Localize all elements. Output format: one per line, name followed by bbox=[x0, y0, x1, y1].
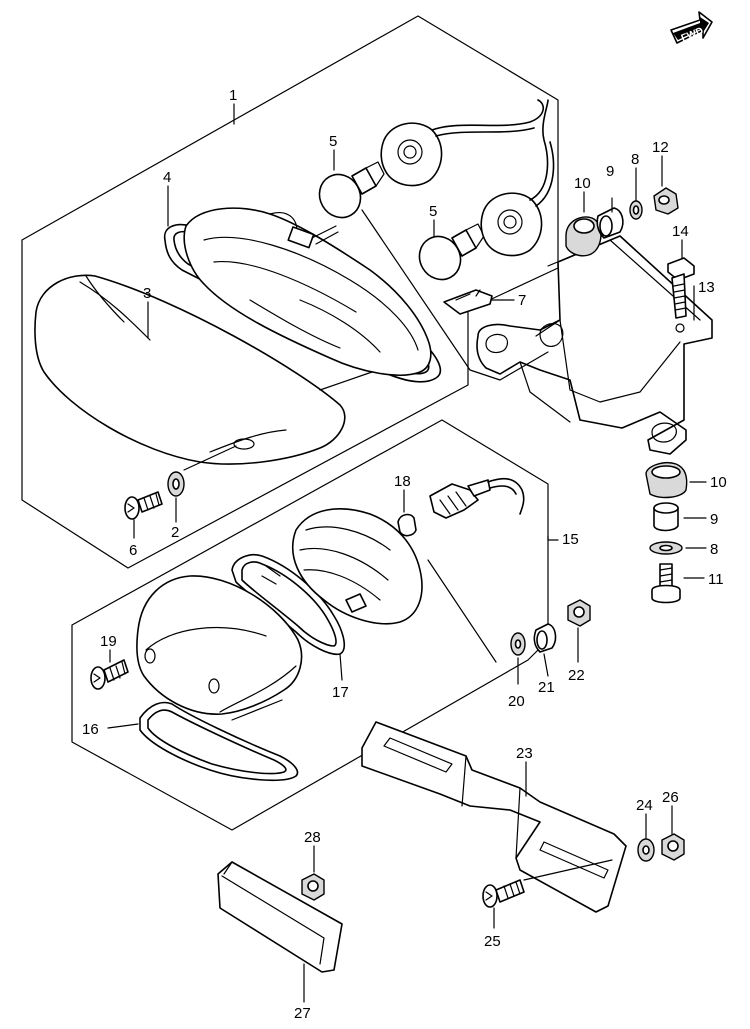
screw-part-25 bbox=[482, 879, 525, 908]
label-22: 22 bbox=[568, 667, 585, 684]
label-13: 13 bbox=[698, 279, 715, 296]
label-18: 18 bbox=[394, 473, 411, 490]
label-20: 20 bbox=[508, 693, 525, 710]
collar-part-9-upper bbox=[596, 207, 624, 239]
label-21: 21 bbox=[538, 679, 555, 696]
nut-part-12 bbox=[653, 187, 679, 215]
socket-part-15 bbox=[429, 477, 525, 519]
bulb-part-18 bbox=[397, 513, 417, 537]
lower-lamp-housing bbox=[261, 508, 423, 625]
collar-part-21 bbox=[533, 623, 557, 653]
reflector-part-27 bbox=[217, 861, 343, 973]
washer-part-8-upper bbox=[629, 200, 643, 220]
screw-part-19 bbox=[90, 659, 129, 690]
screw-part-6 bbox=[124, 491, 163, 520]
label-8a: 8 bbox=[631, 151, 639, 168]
bulb-upper bbox=[318, 161, 385, 219]
bolt-part-11 bbox=[651, 563, 681, 604]
label-5b: 5 bbox=[429, 203, 437, 220]
nut-part-28 bbox=[301, 873, 325, 901]
label-3: 3 bbox=[143, 285, 151, 302]
socket-harness bbox=[380, 99, 555, 257]
nut-part-22 bbox=[567, 599, 591, 627]
label-6: 6 bbox=[129, 542, 137, 559]
reflector-frame-16 bbox=[139, 701, 299, 782]
bracket-part-13 bbox=[476, 235, 713, 455]
label-27: 27 bbox=[294, 1005, 311, 1022]
bulb-lower bbox=[418, 223, 485, 281]
label-15: 15 bbox=[562, 531, 579, 548]
label-19: 19 bbox=[100, 633, 117, 650]
washer-part-2 bbox=[167, 471, 185, 497]
label-8b: 8 bbox=[710, 541, 718, 558]
label-5a: 5 bbox=[329, 133, 337, 150]
label-9a: 9 bbox=[606, 163, 614, 180]
grommet-part-10-upper bbox=[565, 216, 602, 257]
leader-lines bbox=[107, 103, 707, 1003]
lens-part-16 bbox=[136, 575, 303, 715]
nut-part-26 bbox=[661, 833, 685, 861]
lens-part-3 bbox=[34, 274, 346, 465]
lamp-housing bbox=[183, 207, 432, 376]
label-1: 1 bbox=[229, 87, 237, 104]
washer-part-20 bbox=[510, 632, 526, 656]
label-12: 12 bbox=[652, 139, 669, 156]
label-24: 24 bbox=[636, 797, 653, 814]
label-17: 17 bbox=[332, 684, 349, 701]
callout-labels: 1 2 3 4 5 5 6 7 8 8 9 9 10 10 11 12 13 1… bbox=[82, 87, 727, 1022]
label-10b: 10 bbox=[710, 474, 727, 491]
fwd-arrow-badge: FWD bbox=[670, 11, 713, 44]
label-7: 7 bbox=[518, 292, 526, 309]
label-25: 25 bbox=[484, 933, 501, 950]
label-4: 4 bbox=[163, 169, 171, 186]
label-9b: 9 bbox=[710, 511, 718, 528]
label-11: 11 bbox=[708, 571, 724, 588]
washer-part-8-lower bbox=[649, 541, 683, 555]
label-16: 16 bbox=[82, 721, 99, 738]
washer-part-24 bbox=[637, 838, 655, 862]
label-2: 2 bbox=[171, 524, 179, 541]
bracket-part-23 bbox=[361, 721, 627, 913]
clip-part-7 bbox=[443, 289, 493, 315]
bolt-part-14 bbox=[667, 257, 695, 319]
label-10a: 10 bbox=[574, 175, 591, 192]
grommet-part-10-lower bbox=[645, 462, 688, 499]
label-26: 26 bbox=[662, 789, 679, 806]
label-28: 28 bbox=[304, 829, 321, 846]
label-23: 23 bbox=[516, 745, 533, 762]
collar-part-9-lower bbox=[653, 502, 679, 532]
label-14: 14 bbox=[672, 223, 689, 240]
